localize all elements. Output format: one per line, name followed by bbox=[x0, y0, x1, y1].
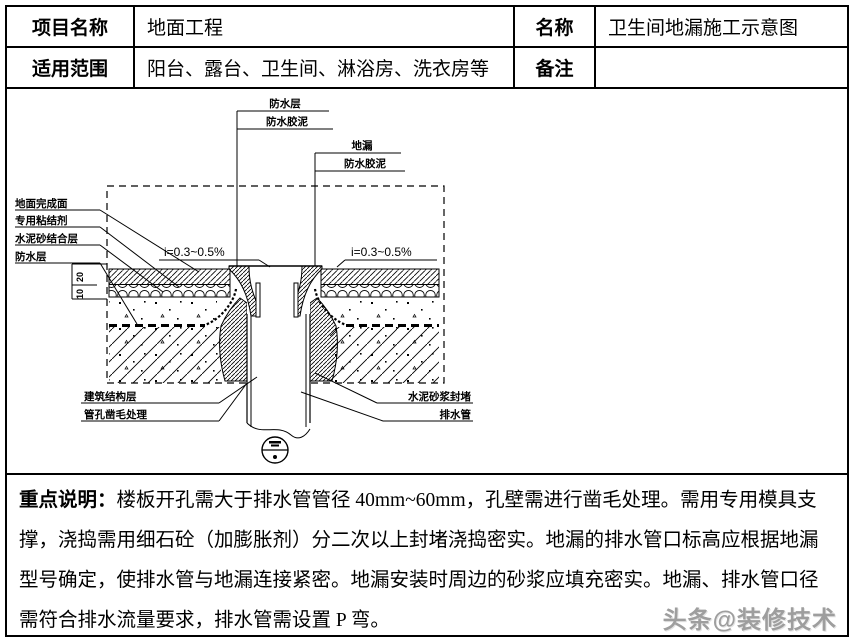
label-hole-roughening: 管孔凿毛处理 bbox=[84, 408, 147, 421]
callout-top-left: 防水层 防水胶泥 bbox=[236, 97, 333, 266]
table-row-project: 项目名称 地面工程 名称 卫生间地漏施工示意图 bbox=[7, 7, 847, 48]
name-label: 名称 bbox=[515, 7, 596, 46]
label-mortar-sealing: 水泥砂浆封堵 bbox=[407, 390, 471, 403]
notes-heading: 重点说明： bbox=[19, 490, 117, 511]
backfill-right bbox=[309, 297, 338, 382]
detail-reference-symbol bbox=[261, 436, 289, 464]
scope-label: 适用范围 bbox=[7, 48, 135, 87]
label-waterproof-mastic-top: 防水胶泥 bbox=[266, 115, 308, 128]
slope-left-label: i=0.3~0.5% bbox=[164, 245, 225, 259]
pipe-break-line bbox=[246, 422, 311, 439]
callout-top-right: 地漏 防水胶泥 bbox=[314, 139, 405, 266]
notes-body: 楼板开孔需大于排水管管径 40mm~60mm，孔壁需进行凿毛处理。需用专用模具支… bbox=[19, 490, 819, 631]
drain-pipe bbox=[246, 301, 311, 439]
label-waterproof-layer-top: 防水层 bbox=[269, 97, 301, 110]
remark-value bbox=[596, 48, 847, 87]
floor-drain-section-drawing: 防水层 防水胶泥 地漏 防水胶泥 地面完成面 专用粘结剂 水泥砂结合层 bbox=[14, 97, 473, 464]
callouts-bottom-left: 建筑结构层 管孔凿毛处理 bbox=[81, 376, 258, 422]
document-sheet: 项目名称 地面工程 名称 卫生间地漏施工示意图 适用范围 阳台、露台、卫生间、淋… bbox=[5, 5, 849, 637]
label-mortar-bonding: 水泥砂结合层 bbox=[14, 232, 78, 245]
project-label: 项目名称 bbox=[7, 7, 135, 46]
label-waterproof-mastic-right: 防水胶泥 bbox=[344, 157, 386, 170]
project-value: 地面工程 bbox=[135, 7, 515, 46]
floor-layers-left bbox=[108, 268, 231, 383]
name-value: 卫生间地漏施工示意图 bbox=[608, 18, 799, 39]
notes-section: 重点说明：楼板开孔需大于排水管管径 40mm~60mm，孔壁需进行凿毛处理。需用… bbox=[7, 475, 847, 641]
label-floor-finish: 地面完成面 bbox=[15, 197, 68, 210]
slope-right-label: i=0.3~0.5% bbox=[351, 245, 412, 259]
scope-value: 阳台、露台、卫生间、淋浴房、洗衣房等 bbox=[135, 48, 515, 87]
label-waterproof-layer-left: 防水层 bbox=[15, 250, 47, 263]
callouts-left: 地面完成面 专用粘结剂 水泥砂结合层 防水层 bbox=[14, 197, 200, 325]
backfill-left bbox=[219, 297, 248, 382]
dim-mortar-thickness: 10 bbox=[75, 289, 85, 299]
dim-tile-thickness: 20 bbox=[75, 272, 85, 282]
label-drain-pipe: 排水管 bbox=[440, 408, 472, 421]
table-row-scope: 适用范围 阳台、露台、卫生间、淋浴房、洗衣房等 备注 bbox=[7, 48, 847, 89]
mortar-fillets bbox=[204, 288, 347, 327]
floor-drain-body bbox=[228, 265, 323, 318]
drawing-area: 防水层 防水胶泥 地漏 防水胶泥 地面完成面 专用粘结剂 水泥砂结合层 bbox=[7, 89, 847, 475]
watermark: 头条@装修技术 bbox=[662, 607, 837, 634]
dimension-bracket: 20 10 bbox=[71, 263, 107, 300]
label-adhesive: 专用粘结剂 bbox=[15, 214, 68, 227]
remark-label: 备注 bbox=[515, 48, 596, 87]
floor-layers-right bbox=[320, 268, 440, 383]
callouts-bottom-right: 水泥砂浆封堵 排水管 bbox=[300, 372, 473, 422]
label-structure-layer: 建筑结构层 bbox=[83, 390, 137, 403]
notes-paragraph: 重点说明：楼板开孔需大于排水管管径 40mm~60mm，孔壁需进行凿毛处理。需用… bbox=[19, 481, 833, 641]
slope-annotations: i=0.3~0.5% i=0.3~0.5% bbox=[159, 245, 437, 268]
label-floor-drain: 地漏 bbox=[352, 139, 373, 152]
